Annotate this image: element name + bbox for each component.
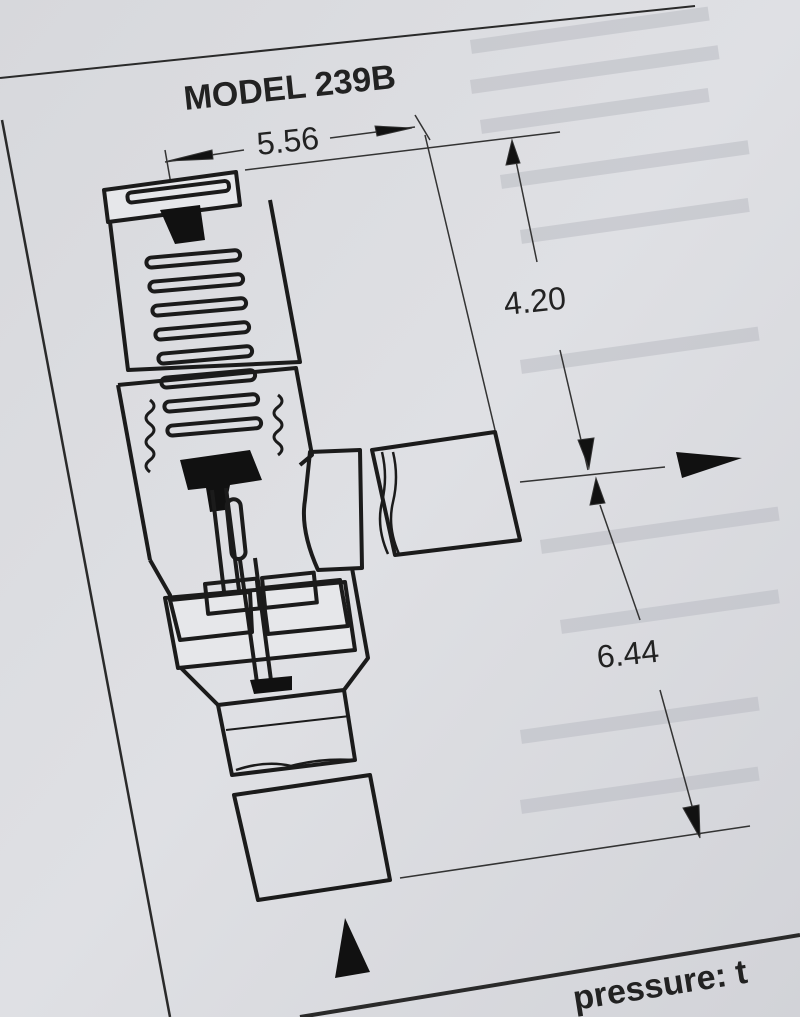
valve-cross-section: [102, 170, 522, 902]
dimension-upper-height-label: 4.20: [502, 280, 568, 322]
bleed-through-texture: [469, 6, 780, 814]
dimension-top-width-label: 5.56: [255, 120, 321, 162]
dimension-top-width: [164, 114, 431, 191]
dimension-lower-height-label: 6.44: [595, 633, 661, 675]
page-frame: [0, 5, 800, 1017]
dimension-extension-lines: [244, 131, 751, 879]
dimension-vertical: [505, 138, 701, 839]
outlet-flow-arrow-icon: [676, 452, 742, 478]
inlet-flow-arrow-icon: [335, 918, 370, 978]
